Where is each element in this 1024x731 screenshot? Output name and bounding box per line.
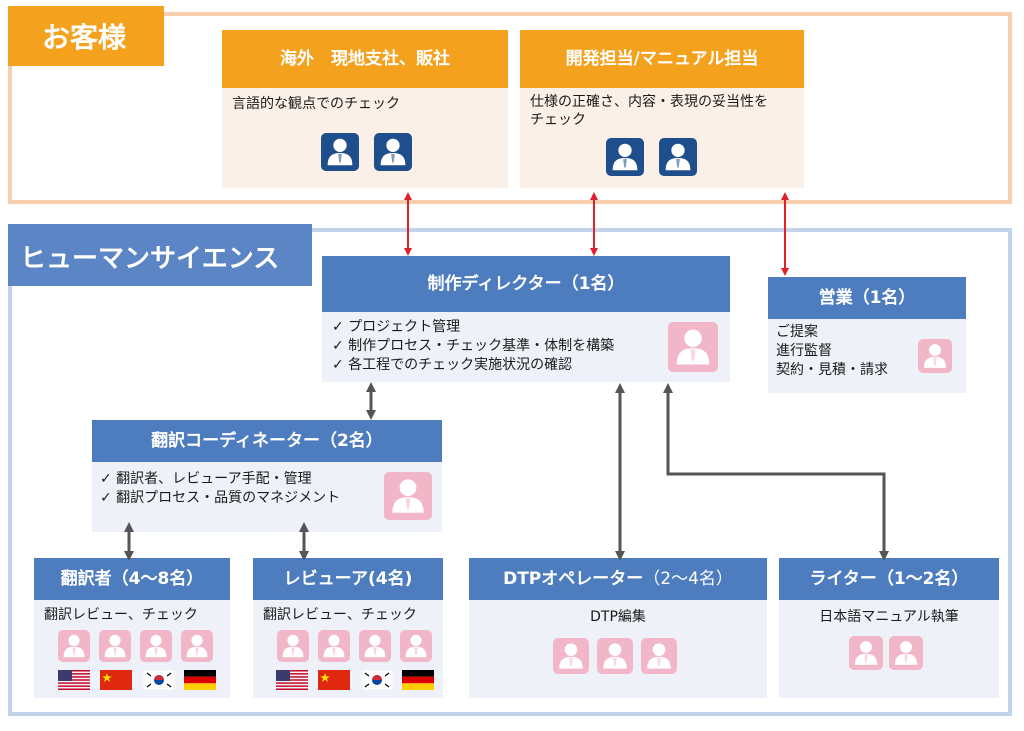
us-flag-icon	[276, 670, 308, 690]
dev-title: 開発担当/マニュアル担当	[520, 30, 804, 88]
overseas-desc: 言語的な観点でのチェック	[232, 96, 400, 112]
us-flag-icon	[58, 670, 90, 690]
china-flag-icon	[100, 670, 132, 690]
sales-box: 営業（1名） ご提案 進行監督 契約・見積・請求	[768, 277, 966, 393]
korea-flag-icon	[142, 669, 176, 691]
person-icon	[374, 133, 412, 171]
person-icon	[384, 472, 432, 520]
reviewer-desc: 翻訳レビュー、チェック	[263, 607, 417, 623]
dtp-desc: DTP編集	[590, 609, 646, 625]
dev-desc-line2: チェック	[530, 112, 586, 128]
person-icon	[400, 630, 432, 662]
reviewer-title: レビューア(4名)	[253, 558, 443, 600]
translator-title: 翻訳者（4～8名）	[34, 558, 230, 600]
person-icon	[140, 630, 172, 662]
sales-title: 営業（1名）	[768, 277, 966, 319]
dtp-box: DTPオペレーター（2～4名） DTP編集	[469, 558, 767, 698]
person-icon	[849, 636, 883, 670]
person-icon	[597, 638, 633, 674]
sales-item-1: ご提案	[776, 324, 818, 340]
writer-desc: 日本語マニュアル執筆	[819, 609, 959, 625]
overseas-panel: 海外 現地支社、販社 言語的な観点でのチェック	[222, 30, 508, 188]
director-item-2: ✓ 制作プロセス・チェック基準・体制を構築	[332, 338, 615, 354]
director-box: 制作ディレクター（1名） ✓ プロジェクト管理 ✓ 制作プロセス・チェック基準・…	[322, 256, 730, 382]
person-icon	[553, 638, 589, 674]
translator-box: 翻訳者（4～8名） 翻訳レビュー、チェック	[34, 558, 230, 698]
person-icon	[641, 638, 677, 674]
person-icon	[318, 630, 350, 662]
sales-item-3: 契約・見積・請求	[776, 362, 888, 378]
director-title: 制作ディレクター（1名）	[322, 256, 730, 312]
person-icon	[668, 322, 718, 372]
customer-title: お客様	[8, 6, 164, 66]
director-item-3: ✓ 各工程でのチェック実施状況の確認	[332, 357, 573, 373]
person-icon	[99, 630, 131, 662]
person-icon	[359, 630, 391, 662]
company-title: ヒューマンサイエンス	[8, 224, 312, 286]
person-icon	[918, 339, 952, 373]
dev-desc-line1: 仕様の正確さ、内容・表現の妥当性を	[530, 94, 768, 110]
sales-item-2: 進行監督	[776, 343, 832, 359]
coordinator-item-1: ✓ 翻訳者、レビューア手配・管理	[100, 471, 312, 487]
germany-flag-icon	[402, 670, 434, 690]
translator-desc: 翻訳レビュー、チェック	[44, 607, 198, 623]
dtp-title-main: DTPオペレーター	[503, 569, 644, 589]
germany-flag-icon	[184, 670, 216, 690]
person-icon	[277, 630, 309, 662]
person-icon	[181, 630, 213, 662]
dtp-title-count: （2～4名）	[643, 569, 733, 589]
coordinator-title: 翻訳コーディネーター（2名）	[92, 420, 442, 462]
dtp-title: DTPオペレーター（2～4名）	[469, 558, 767, 600]
person-icon	[889, 636, 923, 670]
korea-flag-icon	[360, 669, 394, 691]
dev-panel: 開発担当/マニュアル担当 仕様の正確さ、内容・表現の妥当性を チェック	[520, 30, 804, 188]
writer-title: ライター（1～2名）	[779, 558, 999, 600]
customer-frame	[8, 12, 1012, 204]
person-icon	[321, 133, 359, 171]
person-icon	[659, 138, 697, 176]
person-icon	[606, 138, 644, 176]
coordinator-box: 翻訳コーディネーター（2名） ✓ 翻訳者、レビューア手配・管理 ✓ 翻訳プロセス…	[92, 420, 442, 532]
director-item-1: ✓ プロジェクト管理	[332, 319, 461, 335]
overseas-title: 海外 現地支社、販社	[222, 30, 508, 88]
coordinator-item-2: ✓ 翻訳プロセス・品質のマネジメント	[100, 490, 341, 506]
person-icon	[58, 630, 90, 662]
writer-box: ライター（1～2名） 日本語マニュアル執筆	[779, 558, 999, 698]
china-flag-icon	[318, 670, 350, 690]
reviewer-box: レビューア(4名) 翻訳レビュー、チェック	[253, 558, 443, 698]
